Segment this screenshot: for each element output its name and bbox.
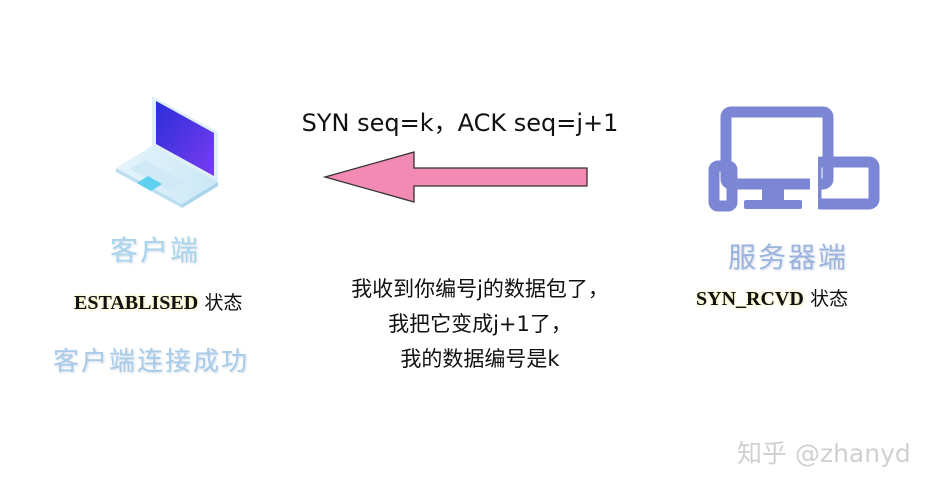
- client-connection-status: 客户端连接成功: [53, 347, 250, 377]
- server-state-code: SYN_RCVD: [696, 288, 804, 310]
- client-state-code: ESTABLISED: [74, 292, 199, 314]
- left-arrow-icon: [322, 151, 588, 203]
- server-devices-icon: [708, 106, 880, 212]
- client-state: ESTABLISED 状态: [74, 288, 243, 315]
- watermark: 知乎 @zhanyd: [737, 439, 911, 468]
- explanation-text: 我收到你编号j的数据包了， 我把它变成j+1了， 我的数据编号是k: [290, 272, 670, 377]
- explanation-line: 我收到你编号j的数据包了，: [351, 277, 609, 301]
- server-state-word: 状态: [810, 288, 849, 310]
- server-state: SYN_RCVD 状态: [696, 284, 848, 311]
- explanation-line: 我的数据编号是k: [400, 347, 560, 371]
- server-name: 服务器端: [728, 241, 849, 274]
- laptop-icon: [116, 96, 218, 208]
- client-name: 客户端: [110, 234, 201, 267]
- packet-label: SYN seq=k，ACK seq=j+1: [301, 109, 619, 137]
- explanation-line: 我把它变成j+1了，: [388, 312, 572, 336]
- client-state-word: 状态: [204, 292, 243, 314]
